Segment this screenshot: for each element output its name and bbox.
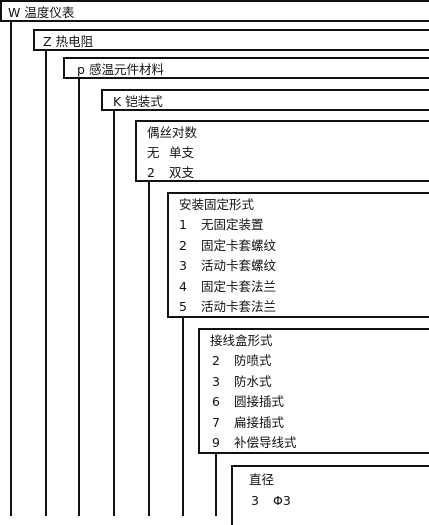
level-code: p (77, 62, 85, 77)
level-box: 偶丝对数无单支 2 双支 (135, 120, 429, 182)
option-item: 无单支 (147, 145, 194, 161)
option-code: 3 (251, 493, 259, 508)
option-code: 2 (212, 353, 220, 368)
option-code: 3 (179, 258, 187, 273)
option-code: 4 (179, 278, 187, 294)
option-item: 3 活动卡套螺纹 (179, 258, 276, 274)
option-item: 2 双支 (147, 165, 194, 181)
connector-line (113, 111, 115, 516)
option-item: 9 补偿导线式 (212, 435, 297, 451)
option-label: 防喷式 (234, 353, 272, 368)
level-code: K (113, 94, 122, 109)
option-label: 固定卡套螺纹 (201, 237, 277, 253)
option-label: 防水式 (234, 373, 272, 389)
option-label: 圆接插式 (234, 394, 285, 409)
option-item: 7 扁接插式 (212, 415, 284, 431)
option-item: 3 防水式 (212, 374, 272, 390)
connector-line (182, 318, 184, 516)
level-title-text: 偶丝对数 (147, 125, 198, 140)
option-label: 单支 (169, 145, 195, 160)
level-title: 安装固定形式 (179, 197, 254, 213)
option-item: 4 固定卡套法兰 (179, 279, 276, 295)
level-title: 直径 (249, 472, 274, 488)
level-title: 偶丝对数 (147, 125, 197, 141)
level-title-text: 直径 (249, 472, 275, 487)
option-code: 2 (179, 237, 187, 253)
option-item: 2 固定卡套螺纹 (179, 238, 276, 254)
level-title-text: 接线盒形式 (210, 333, 273, 348)
level-box: 安装固定形式 1 无固定装置 2 固定卡套螺纹 3 活动卡套螺纹 4 固定卡套法兰 5 活动卡套法兰 (167, 192, 429, 318)
option-item: 5 活动卡套法兰 (179, 299, 276, 315)
option-item: 3 Φ3 (251, 493, 291, 509)
connector-line (10, 22, 12, 516)
level-code: Z (43, 34, 52, 49)
option-code: 无 (147, 145, 160, 160)
option-label: 固定卡套法兰 (201, 278, 277, 294)
level-title-text: 铠装式 (125, 94, 163, 109)
option-label: 活动卡套螺纹 (201, 258, 277, 273)
option-code: 5 (179, 299, 187, 314)
option-code: 3 (212, 373, 220, 389)
level-title: 接线盒形式 (210, 333, 273, 349)
level-code: W (8, 5, 21, 20)
level-box: 接线盒形式 2 防喷式 3 防水式 6 圆接插式 7 扁接插式 9 补偿导线式 (198, 328, 429, 454)
option-code: 7 (212, 414, 220, 430)
level-title-text: 安装固定形式 (179, 197, 255, 212)
option-label: 补偿导线式 (234, 435, 297, 450)
option-label: Φ3 (273, 493, 291, 508)
option-label: 无固定装置 (201, 217, 264, 232)
level-title-text: 感温元件材料 (88, 62, 164, 77)
option-code: 9 (212, 435, 220, 450)
option-label: 活动卡套法兰 (201, 299, 277, 314)
option-label: 双支 (169, 165, 195, 180)
level-title-text: 热电阻 (55, 34, 94, 49)
option-item: 1 无固定装置 (179, 217, 264, 233)
connector-line (45, 51, 47, 516)
connector-line (78, 79, 80, 516)
connector-line (148, 182, 150, 516)
level-title-text: 温度仪表 (24, 5, 75, 20)
option-item: 2 防喷式 (212, 353, 272, 369)
option-code: 6 (212, 394, 220, 409)
option-code: 1 (179, 217, 187, 232)
option-code: 2 (147, 165, 155, 180)
option-item: 6 圆接插式 (212, 394, 284, 410)
connector-line (215, 454, 217, 516)
level-box: 直径 3 Φ3 (231, 465, 429, 525)
option-label: 扁接插式 (234, 414, 285, 430)
